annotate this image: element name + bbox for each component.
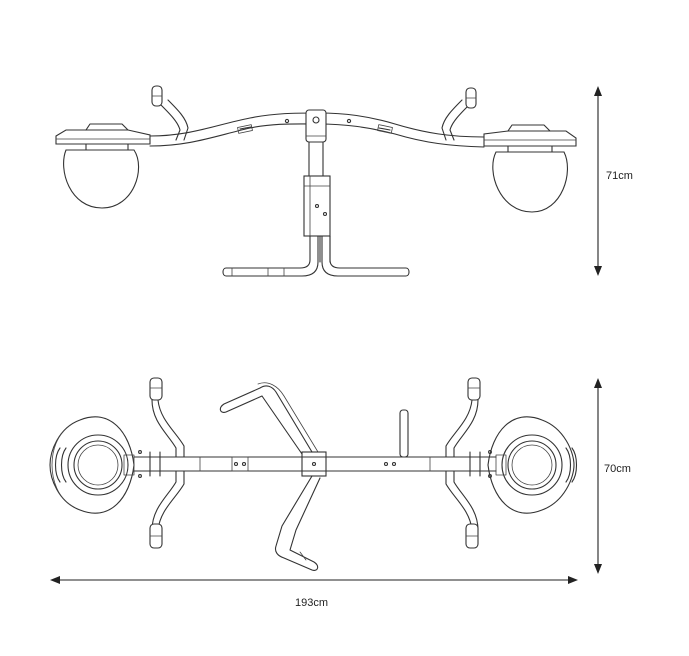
height-label: 71cm [606,170,633,182]
dimension-length: 193cm [50,576,578,609]
left-seat-side [55,123,151,209]
left-handles-top [149,377,185,549]
pivot-hub-side [305,109,327,143]
dimension-depth-top: 70cm [594,378,631,574]
top-plan-view [49,377,578,571]
dimension-height-side: 71cm [594,86,633,276]
base-top [219,382,321,571]
side-elevation-view [55,85,577,277]
right-seat-side [483,124,577,213]
right-handle-side [441,87,477,141]
pivot-hub-top [301,451,327,477]
right-seat-top [487,416,578,514]
depth-label: 70cm [604,463,631,475]
stub-post-top [399,409,409,458]
length-label: 193cm [295,597,328,609]
center-post-side [303,141,331,263]
left-handle-side [151,85,189,141]
left-seat-top [49,416,135,514]
base-side [222,235,410,277]
right-handles-top [445,377,481,549]
